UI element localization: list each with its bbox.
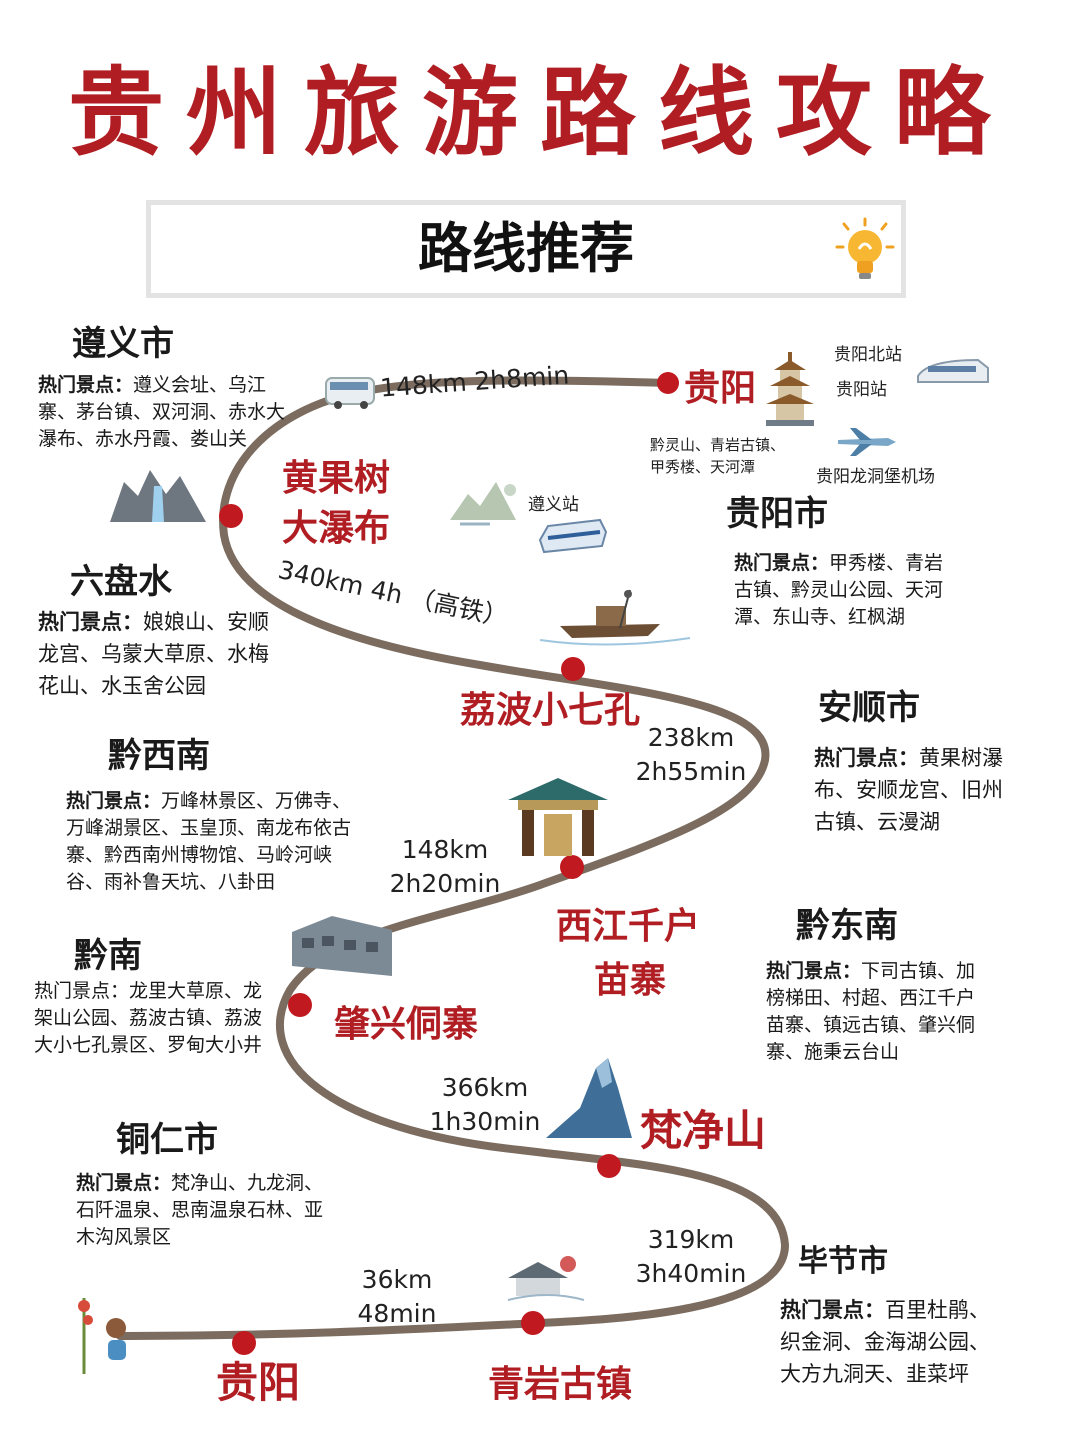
region-qiandongnan-spots: 热门景点：下司古镇、加榜梯田、村超、西江千户苗寨、镇远古镇、肇兴侗寨、施秉云台山 xyxy=(766,960,976,1063)
region-qianxinan-spots: 热门景点：万峰林景区、万佛寺、万峰湖景区、玉皇顶、南龙布依古寨、黔西南州博物馆、… xyxy=(66,790,352,893)
region-bijie-spots: 热门景点：百里杜鹃、织金洞、金海湖公园、大方九洞天、韭菜坪 xyxy=(780,1298,990,1386)
leg6-km: 319km xyxy=(647,1225,735,1254)
route-banner: 路线推荐 xyxy=(146,200,906,298)
route-line xyxy=(116,376,790,1340)
region-qianxinan-name: 黔西南 xyxy=(108,736,210,776)
leg6-time: 3h40min xyxy=(635,1259,747,1288)
stop-dot-libo xyxy=(561,657,585,681)
region-anshun-name: 安顺市 xyxy=(818,688,920,728)
monkey-icon xyxy=(78,1298,126,1374)
stop-huangguoshu-line2: 大瀑布 xyxy=(282,508,391,549)
banner-title: 路线推荐 xyxy=(418,217,634,280)
stop-dot-guiyang-end xyxy=(232,1331,256,1355)
peak-icon xyxy=(546,1058,632,1138)
stop-dot-qingyan xyxy=(521,1311,545,1335)
region-liupanshui-spots: 热门景点：娘娘山、安顺龙宫、乌蒙大草原、水梅花山、水玉舍公园 xyxy=(38,610,269,698)
stop-qingyan: 青岩古镇 xyxy=(488,1364,633,1405)
gate-icon xyxy=(508,778,608,856)
waterfall-icon xyxy=(110,470,206,522)
leg3-km: 238km xyxy=(647,723,735,752)
leg5-time: 1h30min xyxy=(429,1107,541,1136)
bus-icon xyxy=(325,377,375,409)
stop-libo: 荔波小七孔 xyxy=(460,690,641,731)
region-anshun-spots: 热门景点：黄果树瀑布、安顺龙宫、旧州古镇、云漫湖 xyxy=(814,746,1003,834)
stop-zhaoxing: 肇兴侗寨 xyxy=(334,1004,479,1045)
plane-icon xyxy=(838,428,896,456)
zunyi-station-label: 遵义站 xyxy=(528,495,579,515)
region-bijie-name: 毕节市 xyxy=(798,1244,888,1279)
town-icon xyxy=(507,1256,585,1301)
region-liupanshui-name: 六盘水 xyxy=(70,562,172,602)
station-guiyang: 贵阳站 xyxy=(836,380,887,400)
region-guiyangshi-spots: 热门景点：甲秀楼、青岩古镇、黔灵山公园、天河潭、东山寺、红枫湖 xyxy=(734,552,944,628)
leg5-km: 366km xyxy=(441,1073,529,1102)
mountain-icon xyxy=(450,482,516,526)
stop-dot-fanjingshan xyxy=(597,1154,621,1178)
region-qiannan-spots: 热门景点：龙里大草原、龙架山公园、荔波古镇、荔波大小七孔景区、罗甸大小井 xyxy=(34,980,263,1056)
region-guiyangshi-name: 贵阳市 xyxy=(726,494,828,534)
boat-icon xyxy=(539,589,691,646)
region-tongren-name: 铜仁市 xyxy=(116,1120,218,1160)
lightbulb-icon xyxy=(835,217,895,279)
stop-dot-zhaoxing xyxy=(288,993,312,1017)
leg4-km: 148km xyxy=(401,835,489,864)
stop-guiyang-start: 贵阳 xyxy=(684,368,757,409)
stop-dot-guiyang xyxy=(657,372,679,394)
stop-guiyang-end: 贵阳 xyxy=(216,1358,301,1407)
airport-label: 贵阳龙洞堡机场 xyxy=(816,467,935,487)
region-qiannan-name: 黔南 xyxy=(74,936,142,976)
pagoda-icon xyxy=(766,352,814,426)
leg7-km: 36km xyxy=(361,1265,433,1294)
leg4-time: 2h20min xyxy=(389,869,501,898)
stop-dot-huangguoshu xyxy=(219,504,243,528)
region-zunyi-spots: 热门景点：遵义会址、乌江寨、茅台镇、双河洞、赤水大瀑布、赤水丹霞、娄山关 xyxy=(38,374,286,450)
guiyang-nearby-2: 甲秀楼、天河潭 xyxy=(650,458,756,476)
leg7-time: 48min xyxy=(357,1299,437,1328)
leg3-time: 2h55min xyxy=(635,757,747,786)
station-guiyang-north: 贵阳北站 xyxy=(834,345,902,365)
stop-huangguoshu-line1: 黄果树 xyxy=(282,458,391,499)
region-tongren-spots: 热门景点：梵净山、九龙洞、石阡温泉、思南温泉石林、亚木沟风景区 xyxy=(76,1172,324,1248)
page-title: 贵州旅游路线攻略 xyxy=(68,57,1012,169)
village-icon xyxy=(292,916,392,976)
guiyang-nearby-1: 黔灵山、青岩古镇、 xyxy=(650,436,786,454)
stop-fanjingshan: 梵净山 xyxy=(640,1106,767,1155)
train-icon xyxy=(917,358,989,383)
train-icon-zunyi xyxy=(538,518,608,554)
region-zunyi-name: 遵义市 xyxy=(72,324,174,364)
stop-dot-xijiang xyxy=(560,855,584,879)
region-qiandongnan-name: 黔东南 xyxy=(796,906,898,946)
stop-xijiang-line1: 西江千户 xyxy=(556,906,701,947)
stop-xijiang-line2: 苗寨 xyxy=(594,960,667,1001)
